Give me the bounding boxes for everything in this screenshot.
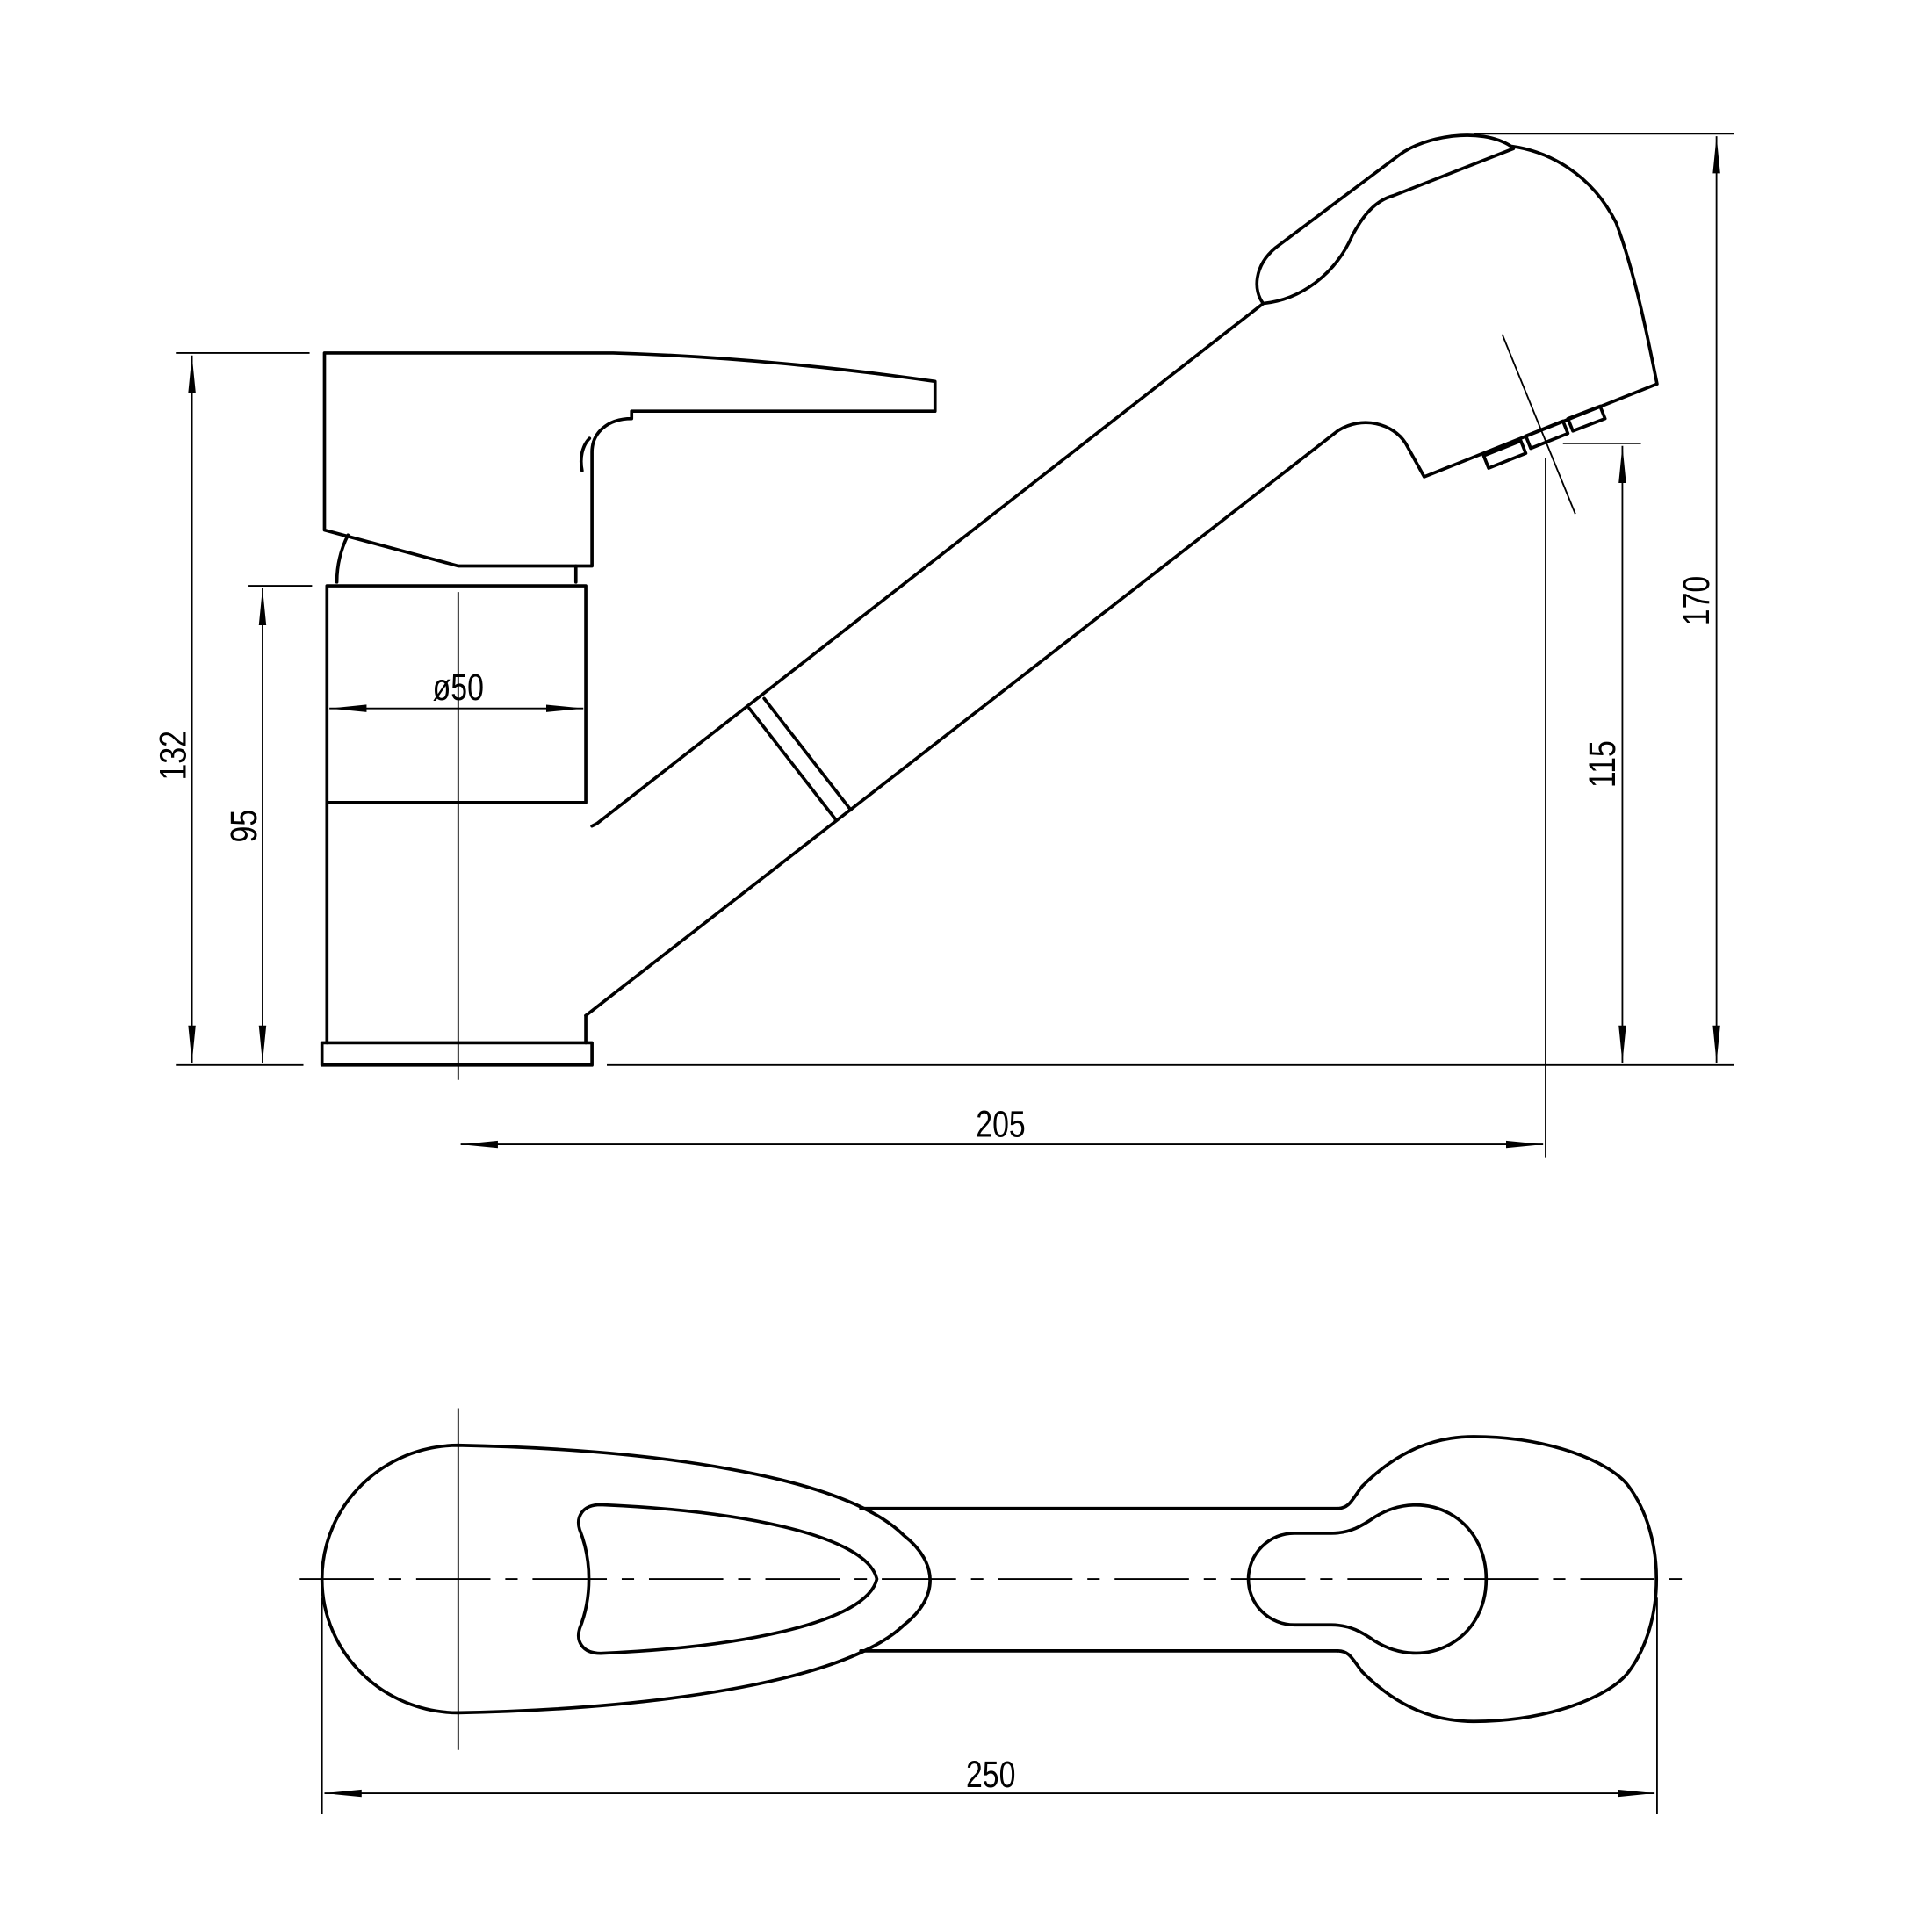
- nozzle-outlet: [1481, 404, 1607, 470]
- dimension-label-115: 115: [1582, 740, 1623, 788]
- dimension-250: 250: [321, 1597, 1658, 1815]
- spray-axis-line: [1501, 334, 1576, 515]
- handle-slot: [577, 1503, 879, 1655]
- dimension-label-170: 170: [1676, 576, 1718, 625]
- dimension-170: 170: [1474, 133, 1734, 1063]
- handle-detail: [335, 436, 592, 584]
- spout-bar: [859, 1506, 1339, 1653]
- dimension-diameter-50: ø50: [329, 667, 584, 712]
- dimension-95: 95: [223, 585, 313, 1063]
- top-view: 250: [299, 1408, 1687, 1815]
- dimension-label-250: 250: [966, 1754, 1015, 1795]
- faucet-body: [325, 584, 588, 1045]
- spray-head-outline: [1336, 1435, 1659, 1724]
- base-plate: [320, 1041, 594, 1067]
- dimension-132: 132: [153, 352, 310, 1066]
- dimension-label-205: 205: [976, 1104, 1025, 1145]
- dimension-115: 115: [1562, 442, 1641, 1063]
- spout: [584, 133, 1659, 1018]
- body-outline: [320, 1443, 932, 1715]
- side-view: 132 95 ø50 205 170 115: [153, 133, 1734, 1158]
- spout-ring: [747, 696, 853, 822]
- dimension-label-95: 95: [223, 810, 264, 843]
- dimension-label-132: 132: [153, 731, 194, 780]
- handle-lever: [322, 351, 937, 568]
- spray-head-keyhole: [1246, 1503, 1489, 1655]
- dimension-205: 205: [460, 458, 1546, 1158]
